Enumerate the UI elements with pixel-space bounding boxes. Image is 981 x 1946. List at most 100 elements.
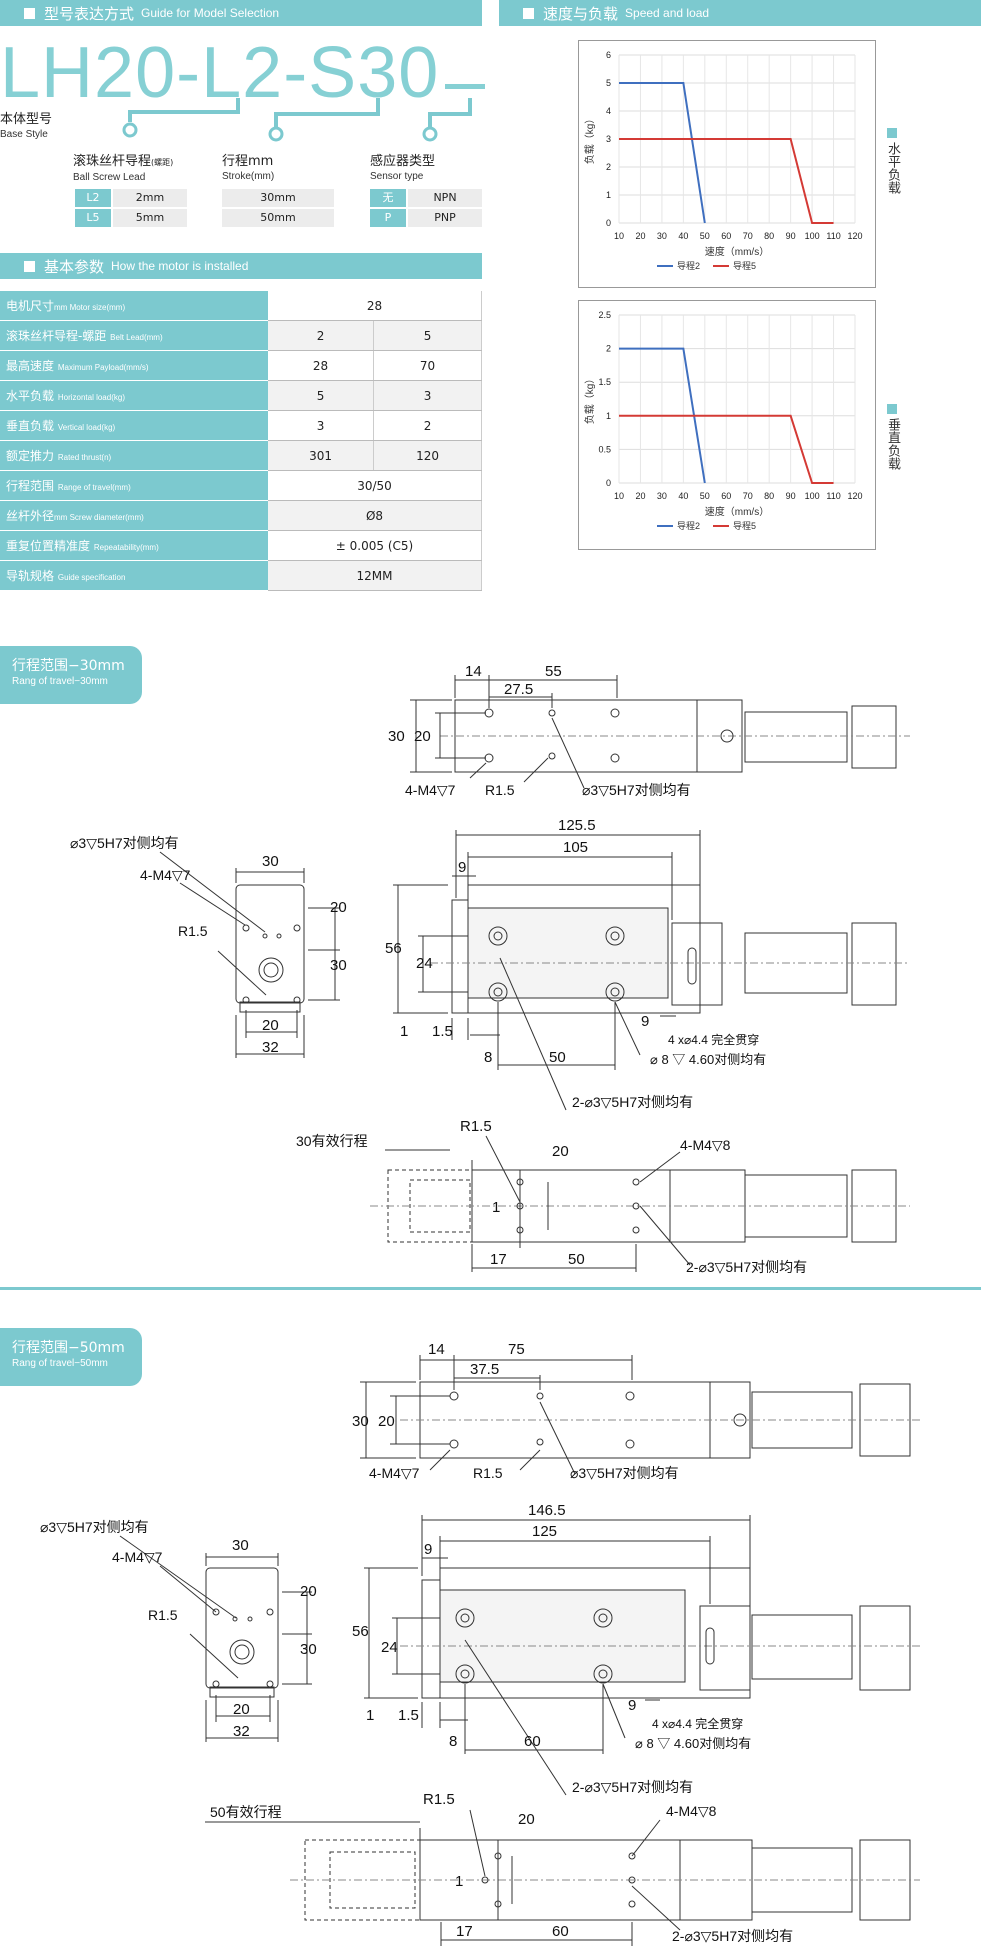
table-row: 丝杆外径mm Screw diameter(mm)Ø8 <box>0 500 482 531</box>
section-divider <box>0 1287 981 1290</box>
param-value: 3 <box>268 410 375 441</box>
param-value: 5 <box>373 320 482 351</box>
param-label: 滚珠丝杆导程-螺距 Belt Lead(mm) <box>0 320 268 351</box>
x-tick-label: 60 <box>721 491 731 501</box>
param-label: 额定推力 Rated thrust(n) <box>0 440 268 471</box>
params-table: 电机尺寸mm Motor size(mm)28 滚珠丝杆导程-螺距 Belt L… <box>0 291 482 591</box>
dim-label: 8 <box>484 1049 492 1066</box>
annotation: 30有效行程 <box>296 1133 368 1149</box>
x-tick-label: 90 <box>786 491 796 501</box>
dim-label: 32 <box>233 1723 250 1740</box>
x-tick-label: 60 <box>721 231 731 241</box>
series-line <box>619 414 834 484</box>
param-value: 301 <box>268 440 375 471</box>
selection-header: 型号表达方式 Guide for Model Selection <box>0 0 482 26</box>
x-tick-label: 80 <box>764 491 774 501</box>
y-tick-label: 0.5 <box>598 444 611 454</box>
dim-label: 1 <box>400 1023 408 1040</box>
param-value: 30/50 <box>268 470 482 501</box>
params-header: 基本参数 How the motor is installed <box>0 253 482 279</box>
param-label: 最高速度 Maximum Payload(mm/s) <box>0 350 268 381</box>
annotation: ⌀ 8 ▽ 4.60对侧均有 <box>650 1052 766 1067</box>
annotation: 2-⌀3▽5H7对侧均有 <box>686 1259 807 1275</box>
square-icon <box>24 260 35 272</box>
base-style-label: 本体型号 Base Style <box>0 112 53 140</box>
dim-label: 27.5 <box>504 681 533 698</box>
annotation: ⌀3▽5H7对侧均有 <box>40 1519 149 1535</box>
series-line <box>619 82 706 224</box>
param-value: 28 <box>268 291 482 321</box>
model-connectors <box>122 98 472 142</box>
param-label: 电机尺寸mm Motor size(mm) <box>0 291 268 321</box>
series-line <box>619 138 834 224</box>
dim-label: 50 <box>568 1251 585 1268</box>
x-tick-label: 40 <box>678 231 688 241</box>
dim-label: R1.5 <box>460 1118 492 1135</box>
y-tick-label: 5 <box>606 78 611 88</box>
dim-label: 9 <box>424 1541 432 1558</box>
param-value: 3 <box>373 380 482 411</box>
dim-label: 20 <box>518 1811 535 1828</box>
dim-label: 1 <box>366 1707 374 1724</box>
x-tick-label: 80 <box>764 231 774 241</box>
x-tick-label: 30 <box>657 231 667 241</box>
square-icon <box>523 7 534 19</box>
y-tick-label: 2 <box>606 344 611 354</box>
x-tick-label: 50 <box>700 491 710 501</box>
x-axis-label: 速度（mm/s） <box>705 505 769 518</box>
annotation: 4 x⌀4.4 完全贯穿 <box>652 1716 743 1731</box>
y-axis-label: 负载（kg） <box>583 374 596 425</box>
y-tick-label: 1 <box>606 190 611 200</box>
annotation: R1.5 <box>485 782 515 798</box>
dim-label: 32 <box>262 1039 279 1056</box>
y-tick-label: 3 <box>606 134 611 144</box>
annotation: R1.5 <box>473 1465 503 1481</box>
annotation: R1.5 <box>148 1607 178 1623</box>
square-icon <box>24 7 35 19</box>
annotation: 4-M4▽7 <box>112 1549 163 1565</box>
dim-label: 9 <box>628 1697 636 1714</box>
dim-label: 50 <box>549 1049 566 1066</box>
x-tick-label: 10 <box>614 231 624 241</box>
x-tick-label: 100 <box>805 231 820 241</box>
dim-label: 30 <box>330 957 347 974</box>
x-tick-label: 30 <box>657 491 667 501</box>
x-tick-label: 70 <box>743 231 753 241</box>
param-label: 导轨规格 Guide specification <box>0 560 268 591</box>
annotation: 4-M4▽7 <box>405 782 456 798</box>
param-value: 2 <box>373 410 482 441</box>
param-value: 28 <box>268 350 375 381</box>
dim-label: 60 <box>524 1733 541 1750</box>
dim-label: 30 <box>262 853 279 870</box>
dim-label: 9 <box>641 1013 649 1030</box>
stroke-option: 30mm <box>222 189 334 207</box>
dim-label: 17 <box>456 1923 473 1940</box>
y-tick-label: 2 <box>606 162 611 172</box>
x-tick-label: 100 <box>805 491 820 501</box>
legend-label: 导程2 <box>677 521 700 531</box>
x-tick-label: 50 <box>700 231 710 241</box>
x-axis-label: 速度（mm/s） <box>705 245 769 258</box>
dim-label: 55 <box>545 663 562 680</box>
dim-label: 20 <box>378 1413 395 1430</box>
param-value: Ø8 <box>268 500 482 531</box>
legend-label: 导程2 <box>677 261 700 271</box>
param-label: 垂直负载 Vertical load(kg) <box>0 410 268 441</box>
x-tick-label: 20 <box>635 491 645 501</box>
y-tick-label: 6 <box>606 50 611 60</box>
dim-label: 125 <box>532 1523 557 1540</box>
vertical-load-label: 垂直负载 <box>884 404 900 475</box>
table-row: 电机尺寸mm Motor size(mm)28 <box>0 291 482 321</box>
dim-label: 1.5 <box>432 1023 453 1040</box>
y-tick-label: 2.5 <box>598 310 611 320</box>
lead-label: 滚珠丝杆导程(螺距) Ball Screw Lead <box>73 154 174 183</box>
annotation: 4-M4▽7 <box>140 867 191 883</box>
